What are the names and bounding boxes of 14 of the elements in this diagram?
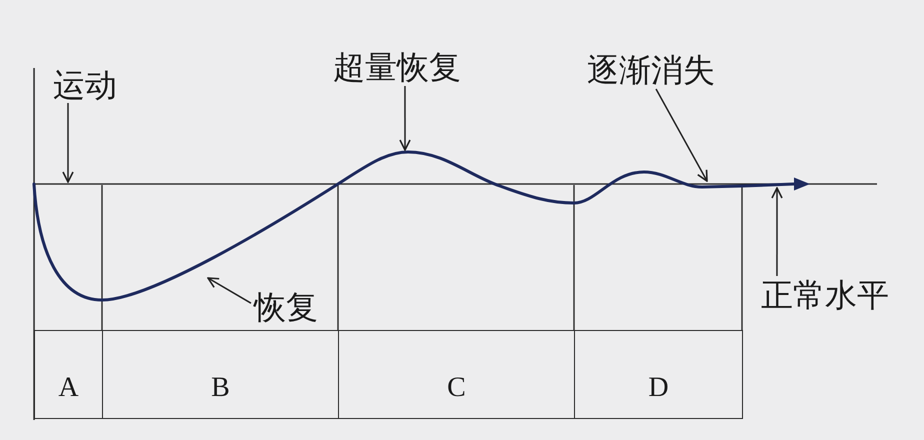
phase-cell: B [102, 330, 339, 419]
callout-label: 恢复 [251, 288, 321, 326]
phase-cell: A [34, 330, 103, 419]
leader-arrow [207, 277, 252, 304]
phase-cell: C [338, 330, 575, 419]
leader-arrow [62, 103, 74, 183]
callout-label: 正常水平 [755, 276, 895, 314]
callout-label: 逐渐消失 [577, 51, 725, 89]
phase-cell: D [574, 330, 743, 419]
leader-arrow [399, 86, 411, 151]
leader-arrow [655, 88, 708, 182]
callout-label: 超量恢复 [327, 48, 467, 86]
leader-arrow [771, 187, 783, 276]
callout-label: 运动 [51, 67, 119, 103]
